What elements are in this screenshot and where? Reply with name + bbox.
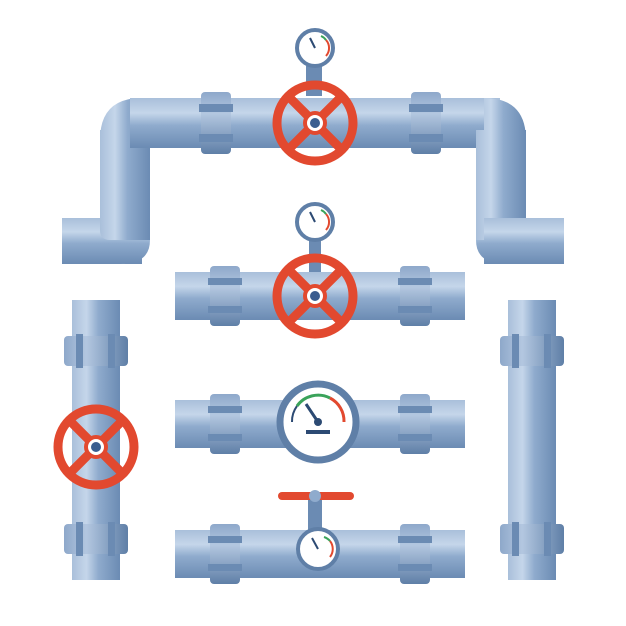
pressure-gauge-icon <box>295 28 335 68</box>
flange-icon <box>208 394 242 454</box>
valve-wheel-icon <box>272 66 358 166</box>
pressure-gauge-icon <box>276 380 360 464</box>
flange-icon <box>398 394 432 454</box>
flange-icon <box>199 92 233 154</box>
flange-icon <box>64 522 128 556</box>
lever-valve-icon <box>278 490 354 530</box>
flange-icon <box>398 524 432 584</box>
pressure-gauge-icon <box>295 202 335 242</box>
flange-icon <box>500 522 564 556</box>
flange-icon <box>398 266 432 326</box>
flange-icon <box>409 92 443 154</box>
valve-wheel-icon <box>272 238 358 339</box>
valve-wheel-icon <box>53 404 139 490</box>
flange-icon <box>208 266 242 326</box>
flange-icon <box>208 524 242 584</box>
pressure-gauge-icon <box>296 527 340 571</box>
flange-icon <box>500 334 564 368</box>
flange-icon <box>64 334 128 368</box>
